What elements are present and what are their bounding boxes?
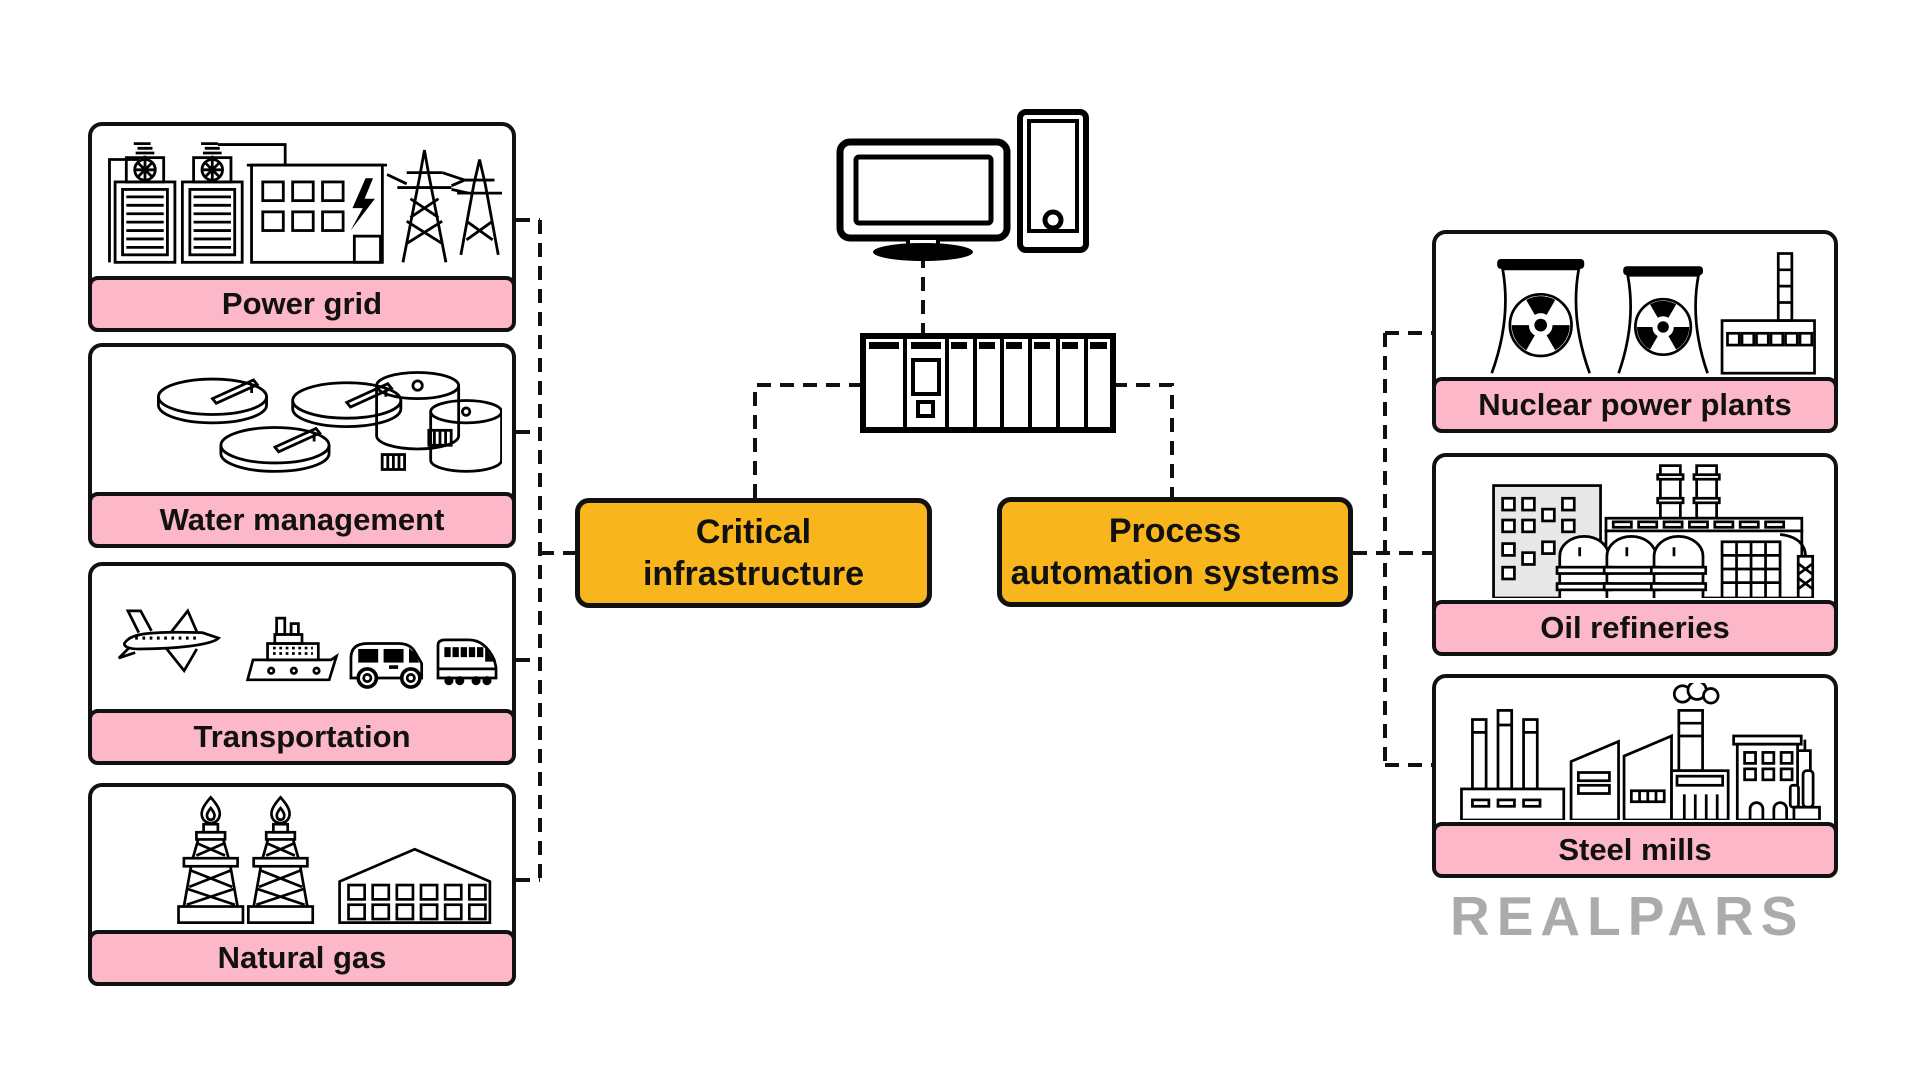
card-label: Transportation	[88, 709, 516, 765]
card-label: Water management	[88, 492, 516, 548]
process-automation-line2: automation systems	[1010, 554, 1340, 592]
plc-rack-icon	[860, 333, 1116, 433]
natural-gas-icon	[92, 787, 512, 930]
critical-infrastructure-line2: infrastructure	[642, 555, 865, 593]
connector-lines	[516, 218, 1432, 882]
transportation-icon	[92, 566, 512, 709]
card-nuclear-power-plants: Nuclear power plants	[1432, 230, 1838, 433]
card-label: Power grid	[88, 276, 516, 332]
process-automation-box: Process automation systems	[997, 497, 1353, 607]
water-management-icon	[92, 347, 512, 492]
card-label: Nuclear power plants	[1432, 377, 1838, 433]
card-label: Steel mills	[1432, 822, 1838, 878]
critical-infrastructure-box: Critical infrastructure	[575, 498, 932, 608]
card-steel-mills: Steel mills	[1432, 674, 1838, 878]
card-transportation: Transportation	[88, 562, 516, 765]
steel-mill-icon	[1436, 678, 1834, 822]
desktop-computer-icon	[836, 109, 1089, 261]
process-automation-line1: Process	[1108, 511, 1242, 550]
power-grid-icon	[92, 126, 512, 276]
card-water-management: Water management	[88, 343, 516, 548]
card-natural-gas: Natural gas	[88, 783, 516, 986]
critical-infrastructure-line1: Critical	[695, 512, 812, 551]
oil-refinery-icon	[1436, 457, 1834, 600]
realpars-watermark: REALPARS	[1450, 885, 1805, 947]
card-oil-refineries: Oil refineries	[1432, 453, 1838, 656]
card-label: Natural gas	[88, 930, 516, 986]
card-power-grid: Power grid	[88, 122, 516, 332]
nuclear-power-icon	[1436, 234, 1834, 377]
card-label: Oil refineries	[1432, 600, 1838, 656]
